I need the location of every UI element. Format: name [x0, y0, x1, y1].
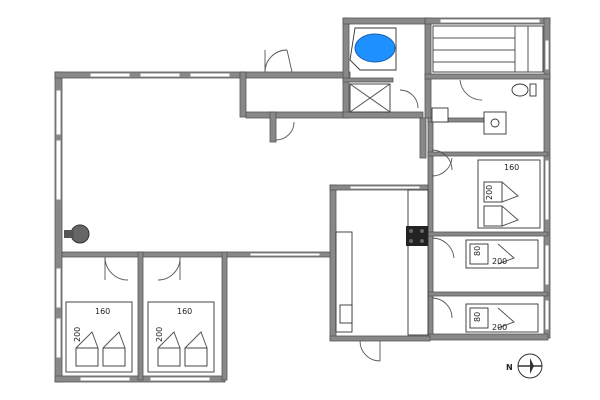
bed-length-label: 200: [155, 327, 164, 342]
windows: [55, 18, 550, 382]
bed-width-label: 80: [473, 246, 482, 256]
compass-north-label: N: [506, 363, 513, 372]
shower: [349, 83, 391, 113]
sink-bath: [483, 111, 507, 135]
bed-length-label: 200: [485, 185, 494, 200]
bed-length-label: 200: [73, 327, 82, 342]
double-bed-1: 160 200: [65, 301, 133, 373]
double-bed-3: 160 200: [477, 159, 541, 229]
double-bed-2: 160 200: [147, 301, 215, 373]
bed-length-label: 200: [492, 323, 507, 332]
washer: [431, 107, 449, 123]
wood-stove: [64, 224, 90, 244]
stove-top: [406, 226, 428, 246]
whirlpool-water: [354, 33, 396, 63]
bed-length-label: 200: [492, 257, 507, 266]
bed-width-label: 160: [177, 307, 192, 316]
whirlpool-tub: [349, 27, 397, 71]
bed-width-label: 160: [504, 163, 519, 172]
doors: [104, 49, 483, 362]
kitchen: [335, 189, 429, 336]
bed-width-label: 80: [473, 312, 482, 322]
sauna: [432, 25, 544, 73]
toilet: [511, 83, 537, 97]
compass-icon: N: [506, 353, 543, 379]
single-bed-2: 200 80: [465, 303, 539, 333]
single-bed-1: 200 80: [465, 239, 539, 269]
bed-width-label: 160: [95, 307, 110, 316]
